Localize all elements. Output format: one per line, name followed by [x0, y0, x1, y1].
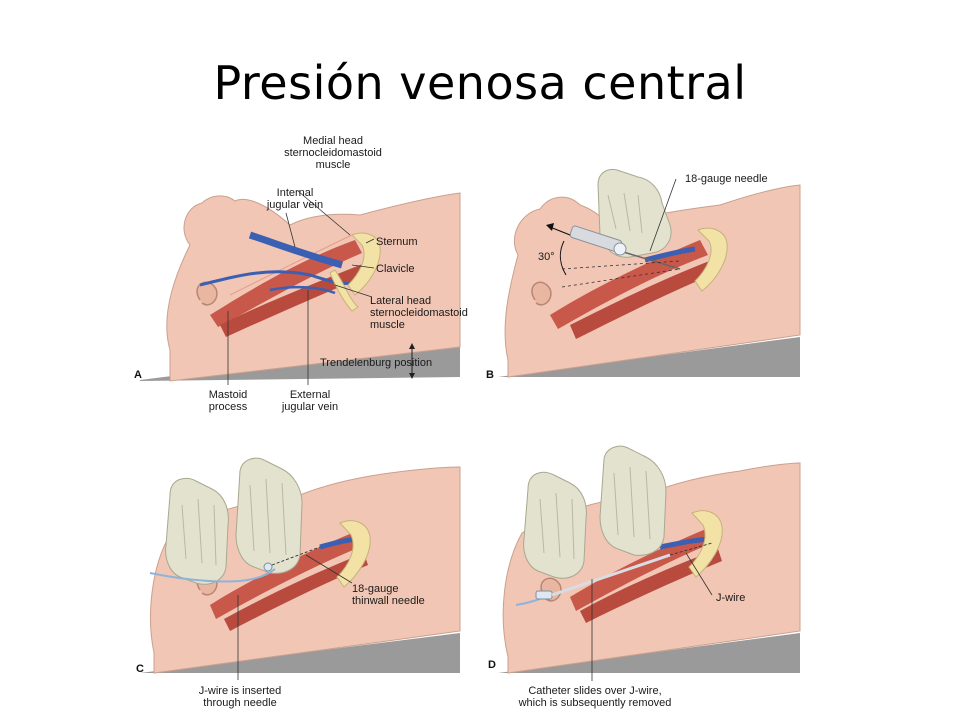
- ear: [196, 281, 218, 306]
- gloved-hand-right: [235, 457, 303, 574]
- label-lateral-head-1: Lateral head: [370, 295, 432, 307]
- label-internal-jugular-2: jugular vein: [266, 199, 324, 211]
- label-thinwall-1: 18-gauge: [352, 583, 399, 595]
- panel-a-letter: A: [134, 369, 142, 381]
- label-medial-head-3: muscle: [315, 159, 351, 171]
- panel-b-letter: B: [486, 369, 494, 381]
- panel-d-illustration: [498, 445, 801, 681]
- label-external-jugular-1: External: [289, 389, 331, 401]
- label-jwire-inserted-2: through needle: [203, 697, 277, 709]
- j-wire: [149, 546, 321, 583]
- label-medial-head-1: Medial head: [303, 135, 363, 147]
- label-catheter-2: which is subsequently removed: [518, 697, 672, 709]
- clavicle-sternum: [688, 510, 723, 578]
- label-mastoid-1: Mastoid: [208, 389, 248, 401]
- label-lateral-head-3: muscle: [370, 319, 405, 331]
- ear: [531, 281, 552, 306]
- label-trendelenburg: Trendelenburg position: [320, 357, 433, 369]
- clavicle-sternum: [329, 232, 381, 312]
- gloved-hand-right: [599, 445, 667, 556]
- label-mastoid-2: process: [208, 401, 248, 413]
- panel-b: 18-gauge needle 30° B: [480, 165, 810, 385]
- panel-d-letter: D: [488, 659, 496, 671]
- label-medial-head-2: sternocleidomastoid: [284, 147, 382, 159]
- gloved-hand: [597, 169, 672, 258]
- label-18-gauge-needle: 18-gauge needle: [685, 173, 768, 185]
- panel-c-letter: C: [136, 663, 144, 675]
- clavicle-sternum: [694, 227, 728, 292]
- syringe-needle: [569, 225, 681, 270]
- panel-b-illustration: [498, 169, 801, 378]
- panel-c-illustration: [140, 457, 461, 680]
- gloved-hand-left: [523, 471, 587, 579]
- label-internal-jugular-1: Internal: [276, 187, 314, 199]
- label-30-degrees: 30°: [538, 251, 555, 263]
- label-thinwall-2: thinwall needle: [352, 595, 425, 607]
- label-external-jugular-2: jugular vein: [281, 401, 339, 413]
- scm-muscle: [550, 240, 716, 339]
- label-jwire: J-wire: [716, 592, 746, 604]
- slide-title: Presión venosa central: [213, 56, 747, 110]
- label-sternum: Sternum: [376, 236, 418, 248]
- label-clavicle: Clavicle: [376, 263, 415, 275]
- panel-c: 18-gauge thinwall needle C J-wire is ins…: [130, 455, 470, 720]
- panel-d: J-wire D Catheter slides over J-wire, wh…: [480, 445, 810, 720]
- scm-muscle: [210, 533, 368, 631]
- clavicle-sternum: [336, 520, 371, 588]
- scm-muscle: [570, 529, 722, 623]
- panel-a: Medial head sternocleidomastoid muscle I…: [130, 135, 470, 420]
- jugular-vein: [644, 246, 696, 263]
- panel-a-illustration: [140, 190, 461, 385]
- label-jwire-inserted-1: J-wire is inserted: [198, 685, 282, 697]
- label-lateral-head-2: sternocleidomastoid: [370, 307, 468, 319]
- catheter: [515, 542, 713, 606]
- label-catheter-1: Catheter slides over J-wire,: [528, 685, 662, 697]
- gloved-hand-left: [165, 477, 229, 585]
